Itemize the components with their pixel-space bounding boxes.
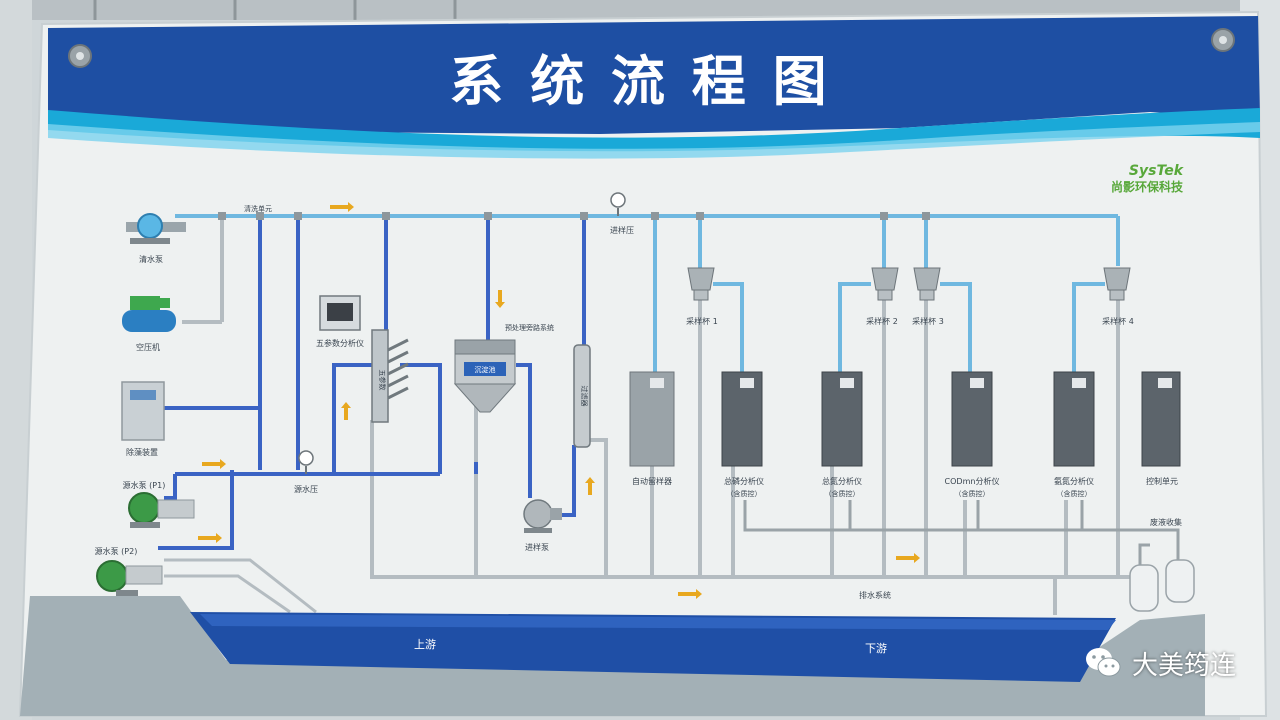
label-pretreatment-bypass: 预处理旁路系统 [505, 323, 554, 332]
label-sampling-cup-1: 采样杯 1 [686, 316, 718, 326]
settling-tank: 沉淀池 [453, 339, 517, 413]
waste-pipes [743, 500, 1180, 565]
label-source-pump-p2: 源水泵 (P2) [95, 546, 138, 556]
flow-arrows [198, 202, 920, 599]
label-control-unit: 控制单元 [1146, 476, 1178, 486]
label-tn-analyzer: 总氮分析仪 [822, 476, 862, 486]
clean-water-pump: 清水泵 [126, 213, 186, 264]
source-water-pipes [158, 363, 576, 550]
label-nh-qc: （含质控） [1057, 489, 1092, 498]
five-param-tank: 五参数 [371, 329, 409, 423]
source-pump-p1: 源水泵 (P1) [123, 480, 195, 528]
label-air-compressor: 空压机 [136, 342, 160, 352]
label-sampling-cup-2: 采样杯 2 [866, 316, 898, 326]
brand-name-en: SysTek [1129, 163, 1185, 179]
watermark: 大美筠连 [1082, 642, 1236, 684]
label-sampling-cup-4: 采样杯 4 [1102, 316, 1134, 326]
source-pump-p2: 源水泵 (P2) [95, 546, 163, 598]
screw-left [68, 44, 92, 68]
wechat-icon [1082, 642, 1124, 684]
cup-outlet-pipes [713, 282, 1105, 372]
label-upstream: 上游 [414, 638, 436, 651]
label-codmn-analyzer: CODmn分析仪 [945, 476, 1000, 486]
label-sample-pump: 进样泵 [525, 542, 549, 552]
river-outlet-pipes [164, 558, 317, 614]
brand-logo: SysTek 尚影环保科技 [1111, 163, 1185, 194]
label-nh-analyzer: 氨氮分析仪 [1054, 476, 1094, 486]
tp-analyzer: 总磷分析仪 （含质控） [721, 371, 764, 498]
label-five-param-tank: 五参数 [378, 370, 387, 391]
label-waste-collection: 废液收集 [1150, 517, 1182, 527]
control-unit: 控制单元 [1141, 371, 1181, 486]
label-source-pressure: 源水压 [294, 484, 318, 494]
auto-sampler: 自动留样器 [629, 371, 675, 486]
label-tp-qc: （含质控） [727, 489, 762, 498]
five-param-analyzer: 五参数分析仪 [316, 295, 364, 348]
source-pressure-gauge: 源水压 [294, 450, 318, 494]
label-clean-water-pump: 清水泵 [139, 254, 163, 264]
label-five-param-analyzer: 五参数分析仪 [316, 338, 364, 348]
brand-name-cn: 尚影环保科技 [1111, 179, 1184, 194]
sampling-cup-3: 采样杯 3 [912, 267, 944, 326]
sampling-cup-2: 采样杯 2 [866, 267, 899, 326]
riverbank-ground [20, 596, 1205, 716]
tn-analyzer: 总氮分析仪 （含质控） [821, 371, 863, 498]
title-banner: 系 统 流 程 图 [48, 16, 1260, 159]
label-auto-sampler: 自动留样器 [632, 476, 672, 486]
river: 上游 下游 [190, 612, 1116, 682]
label-algae-removal: 除藻装置 [126, 447, 158, 457]
label-filter: 过滤器 [580, 386, 589, 407]
nh-analyzer: 氨氮分析仪 （含质控） [1053, 371, 1095, 498]
algae-removal-device: 除藻装置 [121, 381, 165, 457]
label-sampling-cup-3: 采样杯 3 [912, 316, 944, 326]
label-tp-analyzer: 总磷分析仪 [724, 476, 764, 486]
label-settling-tank: 沉淀池 [475, 365, 496, 374]
label-source-pump-p1: 源水泵 (P1) [123, 480, 166, 490]
pipe-couplers [218, 212, 930, 220]
watermark-text: 大美筠连 [1131, 650, 1236, 681]
screw-right [1211, 28, 1235, 52]
label-downstream: 下游 [865, 642, 887, 655]
inlet-pressure-gauge: 进样压 [610, 192, 634, 235]
sample-pump: 进样泵 [523, 499, 562, 552]
air-compressor: 空压机 [122, 296, 176, 352]
codmn-analyzer: CODmn分析仪 （含质控） [945, 371, 1000, 498]
header-drop-pipes [182, 218, 928, 470]
waste-collection-tanks: 废液收集 [1129, 517, 1195, 612]
label-inlet-pressure: 进样压 [610, 225, 634, 235]
filter: 过滤器 [573, 344, 591, 448]
label-tn-qc: （含质控） [825, 489, 860, 498]
diagram-title: 系 统 流 程 图 [449, 50, 830, 113]
sampling-cup-4: 采样杯 4 [1102, 267, 1134, 326]
label-cleaning-unit: 清洗单元 [244, 204, 272, 213]
main-header-pipe [175, 214, 1120, 266]
label-drainage-system: 排水系统 [859, 590, 891, 600]
label-codmn-qc: （含质控） [955, 489, 990, 498]
sampling-cup-1: 采样杯 1 [686, 267, 718, 326]
